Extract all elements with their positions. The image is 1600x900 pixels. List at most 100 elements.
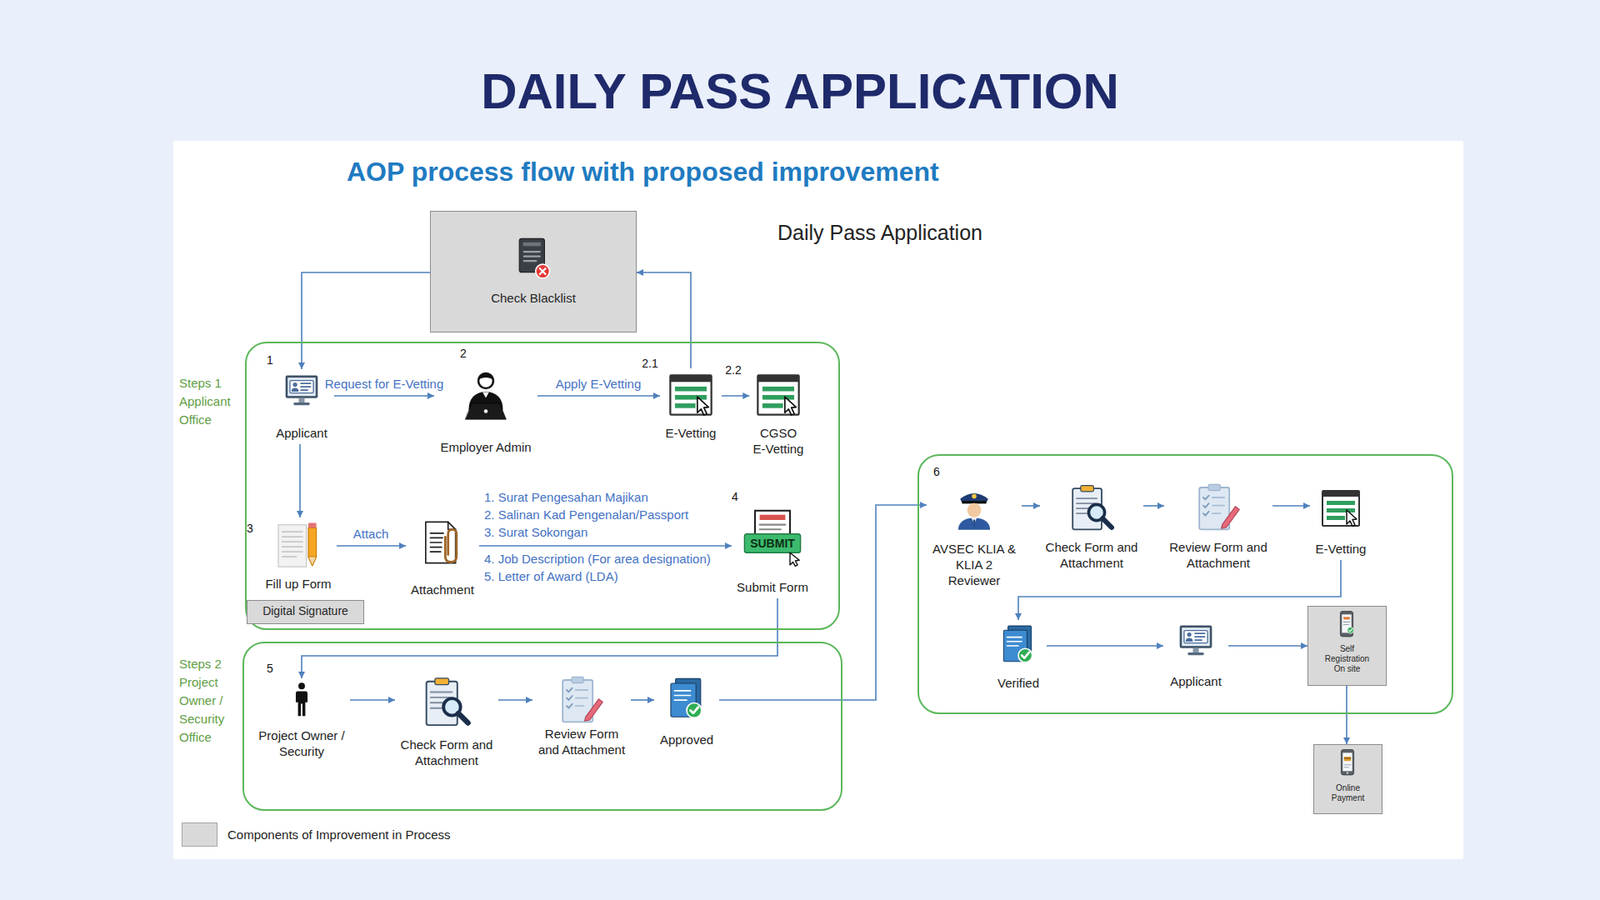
icon-group [958, 493, 990, 530]
icon-part [762, 395, 795, 400]
flow-connector [1228, 645, 1308, 647]
flow-connector [1272, 505, 1310, 507]
icon-group [519, 238, 550, 279]
icon-part [285, 375, 319, 399]
improvement-box: Self Registration On site [1307, 605, 1387, 686]
node-label: E-Vetting [663, 425, 719, 441]
icon-part [690, 707, 699, 714]
icon-part [1344, 764, 1351, 767]
icon-part [1340, 610, 1353, 636]
edge-label: Attach [351, 526, 391, 542]
node-label: Verified [993, 675, 1044, 691]
icon-part [1195, 633, 1205, 640]
white-panel [173, 140, 1464, 860]
callout-number: 2.1 [641, 356, 658, 371]
node-label: Applicant [1166, 673, 1225, 690]
node-label: Approved [657, 731, 716, 748]
icon-part [1344, 757, 1351, 759]
icon-part [1343, 616, 1350, 620]
icon-part [287, 377, 315, 396]
icon-part [308, 556, 317, 566]
flow-connector [479, 545, 732, 547]
callout-number: 1 [266, 353, 274, 368]
icon-group [1340, 749, 1354, 775]
icon-part [1322, 490, 1360, 497]
icon-part [1185, 637, 1194, 641]
node-label: Submit Form [735, 579, 810, 595]
node-label: CGSO E-Vetting [752, 425, 804, 457]
icon-part [762, 386, 795, 392]
evet-icon [667, 371, 715, 419]
node-label: Check Form and Attachment [398, 736, 495, 769]
process-step: E-Vetting [1310, 484, 1372, 560]
callout-number: 2 [460, 346, 467, 361]
document-item: 2. Salinan Kad Pengenalan/Passport [482, 507, 690, 523]
icon-part [1347, 626, 1355, 634]
icon-part [790, 552, 800, 566]
icon-part [295, 690, 308, 716]
process-step: Submit Form [731, 505, 814, 599]
icon-part [744, 534, 800, 553]
flow-connector [336, 545, 406, 547]
node-label: Applicant [272, 425, 331, 441]
icon-part [445, 529, 456, 562]
check-icon [1066, 482, 1117, 533]
group-heading: Steps 1 Applicant Office [179, 374, 243, 430]
icon-part [482, 392, 490, 399]
icon-part [1344, 755, 1351, 760]
icon-part [1102, 518, 1112, 528]
monitor-icon [283, 372, 320, 410]
icon-group [1003, 625, 1032, 663]
icon-part [585, 699, 604, 721]
icon-part [1181, 627, 1210, 646]
icon-part [1208, 484, 1220, 490]
icon-part [282, 531, 303, 557]
process-step: Attachment [405, 515, 480, 601]
icon-part [675, 395, 707, 400]
process-step: Check Form and Attachment [395, 671, 499, 772]
icon-group [1180, 625, 1213, 656]
icon-group [1072, 485, 1112, 530]
icon-group [562, 676, 603, 722]
icon-group [295, 682, 308, 716]
icon-part [535, 264, 550, 279]
icon-part [308, 522, 317, 528]
icon-part [571, 676, 584, 683]
review-icon [556, 675, 607, 725]
submit-banner-text: SUBMIT [750, 536, 795, 551]
process-step: Project Owner / Security [253, 678, 350, 763]
icon-part [1006, 637, 1022, 646]
icon-part [298, 682, 305, 690]
icon-group [670, 375, 711, 415]
icon-part [539, 268, 545, 275]
callout-number: 4 [731, 490, 739, 505]
icon-part [478, 373, 494, 380]
check-icon [420, 675, 474, 729]
icon-part [670, 375, 711, 382]
review-icon [1193, 482, 1244, 533]
node-label: Fill up Form [263, 575, 334, 592]
icon-group [1322, 490, 1360, 527]
icon-part [785, 396, 796, 415]
edge-label: Apply E-Vetting [554, 376, 644, 392]
icon-part [670, 375, 711, 415]
icon-part [425, 521, 456, 563]
icon-part [675, 386, 707, 392]
icon-part [1346, 771, 1349, 774]
icon-group [757, 375, 799, 415]
blacklist-icon [510, 235, 557, 283]
icon-part [1322, 490, 1360, 526]
flow-connector [636, 272, 691, 369]
flow-connector [719, 505, 927, 700]
callout-number: 5 [266, 661, 274, 676]
icon-part [1180, 625, 1213, 649]
diagram-subtitle: Daily Pass Application [777, 220, 983, 245]
icon-part [760, 515, 786, 520]
icon-group [426, 678, 469, 725]
icon-part [300, 383, 310, 390]
icon-part [1021, 652, 1030, 659]
evet-icon [755, 371, 802, 419]
node-label: Check Form and Attachment [1043, 539, 1140, 571]
icon-part [1342, 752, 1352, 771]
icon-part [575, 690, 588, 706]
